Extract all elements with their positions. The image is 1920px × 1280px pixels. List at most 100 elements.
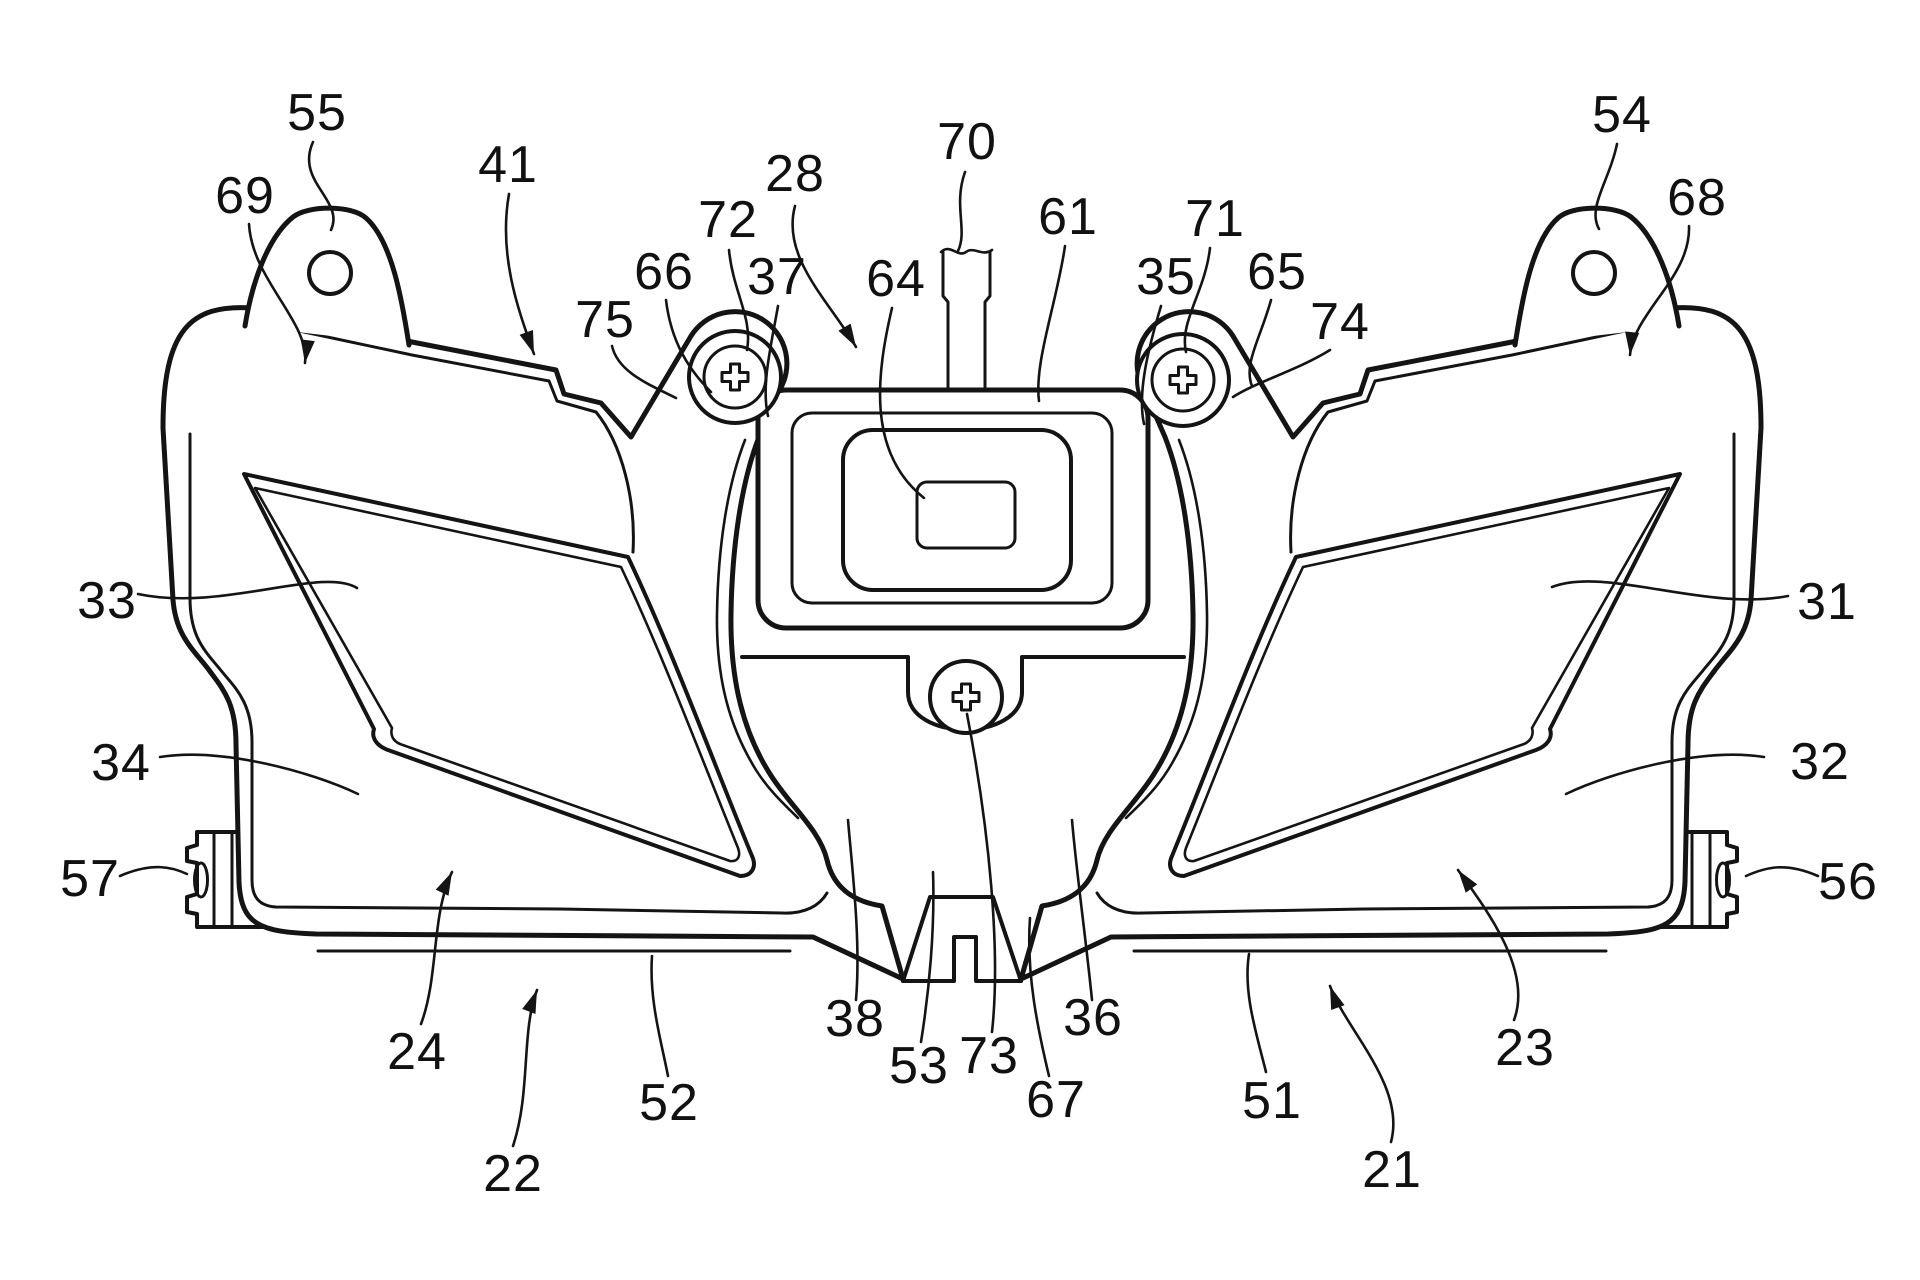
ref-label-71: 71 [1183, 190, 1244, 354]
ref-number-52: 52 [639, 1074, 699, 1132]
leader-arrowhead-23 [1458, 870, 1478, 893]
leader-line-65 [1248, 298, 1273, 388]
leader-line-37 [764, 304, 780, 418]
ref-number-36: 36 [1063, 989, 1123, 1047]
ref-number-34: 34 [91, 734, 151, 792]
ear-left-hole [307, 250, 353, 296]
ref-number-73: 73 [959, 1027, 1019, 1085]
screw-right [1135, 332, 1231, 428]
sensor-window [915, 480, 1017, 550]
ref-number-70: 70 [937, 113, 997, 171]
ref-number-65: 65 [1247, 243, 1307, 301]
ref-label-41: 41 [478, 136, 537, 356]
housing-left-inner-rim [255, 320, 635, 554]
ref-number-69: 69 [215, 167, 275, 225]
ref-label-34: 34 [91, 734, 360, 796]
ref-number-72: 72 [698, 191, 758, 249]
ref-label-28: 28 [765, 145, 858, 349]
bracket-left-hole [193, 861, 209, 899]
housing-left-funnel-rim [715, 438, 800, 820]
leader-arrowhead-68 [1625, 331, 1640, 355]
ref-label-54: 54 [1592, 86, 1652, 231]
leader-line-66 [664, 298, 713, 394]
ref-label-37: 37 [747, 248, 807, 418]
ref-number-66: 66 [634, 243, 694, 301]
ref-number-31: 31 [1797, 573, 1857, 631]
leader-line-70 [956, 170, 967, 253]
leader-line-21 [1328, 984, 1395, 1144]
ref-number-53: 53 [889, 1037, 949, 1095]
leader-line-57 [118, 865, 189, 878]
ref-number-21: 21 [1362, 1141, 1422, 1199]
leader-arrowhead-28 [838, 323, 856, 347]
leader-line-22 [511, 988, 539, 1148]
ref-label-55: 55 [287, 84, 346, 232]
leader-arrowhead-41 [519, 330, 534, 354]
ref-number-51: 51 [1242, 1072, 1302, 1130]
leader-line-72 [727, 248, 750, 352]
ear-left [242, 205, 412, 348]
ref-label-21: 21 [1328, 984, 1422, 1199]
leader-line-74 [1231, 348, 1332, 399]
ref-label-24: 24 [387, 870, 454, 1081]
ref-number-32: 32 [1790, 733, 1850, 791]
ref-label-67: 67 [1026, 916, 1086, 1129]
ref-label-75: 75 [575, 291, 678, 400]
ref-number-28: 28 [765, 145, 825, 203]
housing-left-side-rim [188, 432, 829, 915]
ref-number-68: 68 [1667, 169, 1727, 227]
wire-stem [939, 247, 994, 392]
ref-label-32: 32 [1564, 733, 1850, 796]
screw-left-cross-icon [720, 362, 750, 392]
leader-line-53 [919, 870, 935, 1044]
ref-number-67: 67 [1026, 1071, 1086, 1129]
housing-left [160, 305, 906, 982]
leader-line-32 [1564, 753, 1766, 796]
ref-label-70: 70 [937, 113, 997, 253]
ref-number-75: 75 [575, 291, 635, 349]
ref-number-61: 61 [1038, 188, 1098, 246]
ref-label-33: 33 [77, 572, 359, 630]
ref-label-65: 65 [1247, 243, 1307, 388]
ref-number-22: 22 [483, 1145, 543, 1203]
bottom-center-plate [901, 895, 1023, 983]
leader-line-51 [1246, 952, 1268, 1074]
bottom-notch [901, 935, 1023, 983]
ref-label-73: 73 [959, 712, 1019, 1085]
housing-right-funnel-rim [1124, 438, 1209, 820]
ref-number-54: 54 [1592, 86, 1652, 144]
wire-break-line [939, 247, 994, 255]
leader-line-67 [1027, 916, 1051, 1078]
ref-label-31: 31 [1550, 573, 1857, 631]
ref-label-68: 68 [1625, 169, 1727, 357]
ref-label-23: 23 [1456, 868, 1555, 1077]
housing-right [1018, 305, 1764, 982]
leader-arrowhead-22 [522, 990, 537, 1014]
ear-right [1512, 205, 1682, 348]
ref-number-37: 37 [747, 248, 807, 306]
ref-number-35: 35 [1136, 248, 1196, 306]
leader-line-71 [1183, 246, 1212, 354]
ref-number-56: 56 [1818, 853, 1878, 911]
screw-bottom [928, 659, 1004, 735]
ref-label-57: 57 [60, 850, 189, 908]
leader-line-75 [610, 344, 678, 400]
leader-arrowhead-21 [1330, 986, 1345, 1010]
leader-line-73 [965, 712, 997, 1034]
ref-label-53: 53 [889, 870, 949, 1095]
ref-label-61: 61 [1037, 188, 1098, 403]
ref-number-23: 23 [1495, 1019, 1555, 1077]
ref-label-72: 72 [698, 191, 758, 352]
ref-label-51: 51 [1242, 952, 1302, 1130]
leader-line-41 [504, 192, 536, 356]
ref-label-56: 56 [1744, 853, 1878, 911]
ref-number-33: 33 [77, 572, 137, 630]
leader-line-34 [158, 753, 360, 796]
leader-line-64 [878, 306, 926, 500]
leader-line-36 [1070, 818, 1094, 1002]
leader-line-33 [136, 580, 359, 600]
leader-arrowhead-24 [435, 872, 452, 896]
leader-line-54 [1594, 142, 1619, 231]
